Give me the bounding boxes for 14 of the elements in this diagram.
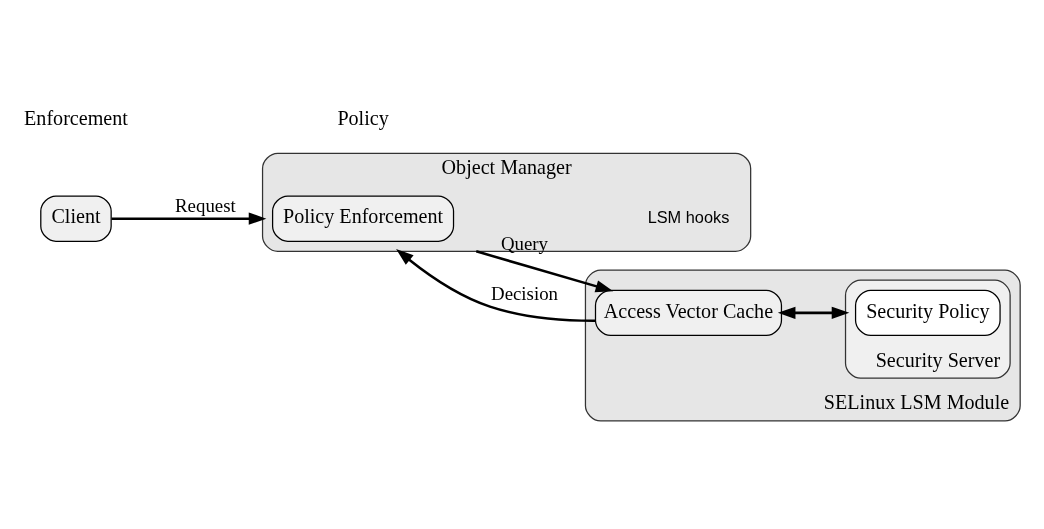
label: Policy xyxy=(337,107,389,130)
node-box: Client xyxy=(40,195,112,242)
label: Enforcement xyxy=(24,107,128,130)
arrow xyxy=(777,306,850,320)
edge-label: Decision xyxy=(491,283,558,305)
edge-label: Request xyxy=(175,195,236,217)
node-box: Access Vector Cache xyxy=(594,289,783,337)
arrow xyxy=(396,248,596,322)
arrow xyxy=(111,212,267,225)
edge-label: Query xyxy=(500,233,549,255)
node-box: Policy Enforcement xyxy=(271,195,455,242)
arrow xyxy=(475,250,614,293)
node-label: LSM hooks xyxy=(647,207,730,226)
node-box: Security Policy xyxy=(854,289,1001,337)
